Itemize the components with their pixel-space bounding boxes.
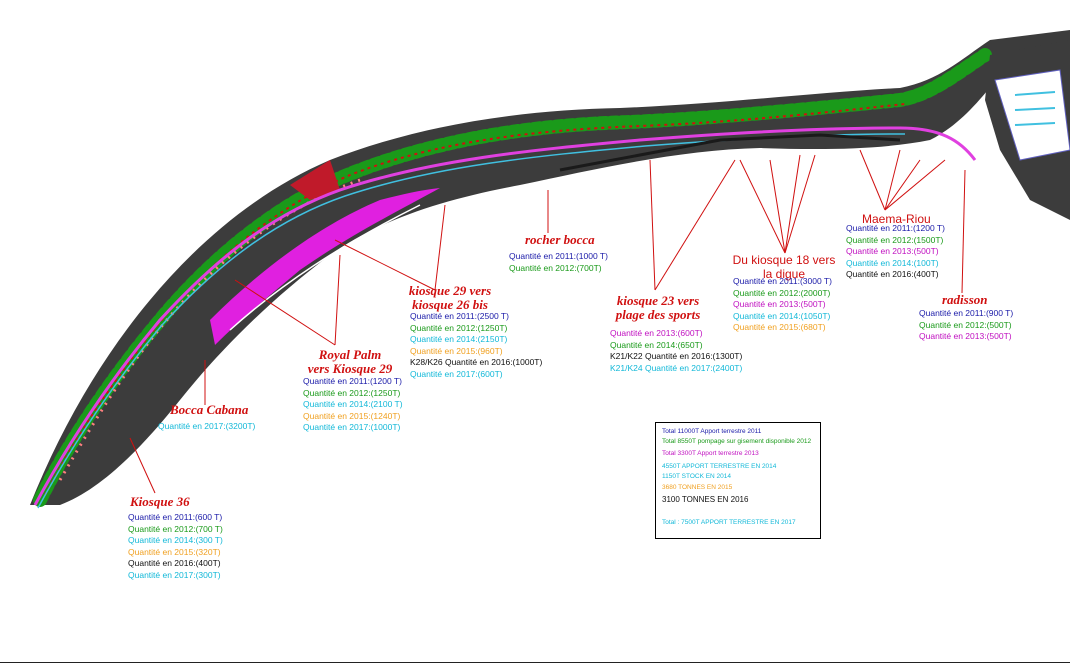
quantity-line: Quantité en 2017:(300T) bbox=[128, 569, 221, 580]
zone-title: kiosque 29 vers kiosque 26 bis bbox=[408, 283, 492, 312]
quantity-list: Quantité en 2011:(2500 T) Quantité en 20… bbox=[410, 311, 542, 381]
quantity-line: Quantité en 2016:(400T) bbox=[846, 269, 939, 280]
quantity-line: Quantité en 2014:(2150T) bbox=[410, 334, 508, 345]
quantity-line: Quantité en 2012:(1250T) bbox=[303, 387, 401, 398]
quantity-list: Quantité en 2013:(600T) Quantité en 2014… bbox=[610, 328, 742, 374]
quantity-line: Quantité en 2011:(600 T) bbox=[128, 512, 223, 522]
legend-line: Total 8550T pompage sur gisement disponi… bbox=[662, 437, 812, 445]
pink-development-zone bbox=[210, 188, 440, 345]
legend-line: 3100 TONNES EN 2016 bbox=[662, 495, 749, 504]
quantity-list: Quantité en 2017:(3200T) bbox=[158, 421, 255, 433]
page-border-line bbox=[0, 662, 1070, 663]
quantity-line: Quantité en 2012:(700T) bbox=[509, 262, 602, 273]
zone-title: Du kiosque 18 vers la digue bbox=[732, 253, 836, 281]
quantity-list: Quantité en 2011:(600 T) Quantité en 201… bbox=[128, 512, 223, 582]
quantity-line: Quantité en 2017:(600T) bbox=[410, 368, 503, 379]
quantity-line: K28/K26 Quantité en 2016:(1000T) bbox=[410, 357, 543, 368]
zone-title: radisson bbox=[942, 292, 988, 307]
totals-legend: Total 11000T Apport terrestre 2011 Total… bbox=[655, 422, 821, 539]
quantity-line: Quantité en 2012:(1250T) bbox=[410, 322, 508, 333]
quantity-line: Quantité en 2014:(650T) bbox=[610, 339, 703, 350]
quantity-line: Quantité en 2014:(100T) bbox=[846, 257, 939, 268]
quantity-line: Quantité en 2011:(1200 T) bbox=[846, 223, 945, 233]
quantity-line: Quantité en 2013:(500T) bbox=[846, 246, 939, 257]
quantity-line: Quantité en 2014:(1050T) bbox=[733, 310, 831, 321]
quantity-line: Quantité en 2017:(1000T) bbox=[303, 422, 401, 433]
quantity-line: Quantité en 2012:(1500T) bbox=[846, 234, 944, 245]
road-and-shoreline bbox=[33, 126, 977, 509]
quantity-list: Quantité en 2011:(1200 T) Quantité en 20… bbox=[846, 223, 945, 281]
zone-title: Bocca Cabana bbox=[170, 402, 249, 417]
quantity-line: Quantité en 2013:(600T) bbox=[610, 328, 703, 338]
zone-title: Kiosque 36 bbox=[130, 494, 190, 509]
quantity-line: Quantité en 2014:(2100 T) bbox=[303, 399, 403, 410]
quantity-line: Quantité en 2011:(900 T) bbox=[919, 308, 1014, 318]
quantity-line: Quantité en 2011:(2500 T) bbox=[410, 311, 509, 321]
quantity-line: Quantité en 2015:(960T) bbox=[410, 345, 503, 356]
quantity-line: Quantité en 2017:(3200T) bbox=[158, 421, 256, 431]
quantity-line: Quantité en 2013:(500T) bbox=[733, 299, 826, 310]
legend-line: 1150T STOCK EN 2014 bbox=[662, 473, 732, 480]
quantity-line: Quantité en 2011:(1000 T) bbox=[509, 251, 608, 261]
quantity-line: Quantité en 2015:(320T) bbox=[128, 546, 221, 557]
legend-line: 3680 TONNES EN 2015 bbox=[662, 483, 733, 491]
quantity-line: Quantité en 2011:(1200 T) bbox=[303, 376, 402, 386]
quantity-line: Quantité en 2012:(500T) bbox=[919, 319, 1012, 330]
legend-line: 4550T APPORT TERRESTRE EN 2014 bbox=[662, 462, 777, 470]
legend-line: Total 3300T Apport terrestre 2013 bbox=[662, 450, 759, 457]
zone-title: Maema-Riou bbox=[862, 212, 931, 226]
quantity-line: Quantité en 2014:(300 T) bbox=[128, 535, 223, 546]
legend-line: Total 11000T Apport terrestre 2011 bbox=[662, 428, 762, 435]
zone-title: rocher bocca bbox=[525, 232, 595, 247]
quantity-line: K21/K24 Quantité en 2017:(2400T) bbox=[610, 362, 743, 373]
quantity-line: Quantité en 2016:(400T) bbox=[128, 558, 221, 569]
quantity-list: Quantité en 2011:(1000 T) Quantité en 20… bbox=[509, 251, 608, 274]
quantity-list: Quantité en 2011:(3000 T) Quantité en 20… bbox=[733, 276, 832, 334]
quantity-list: Quantité en 2011:(900 T) Quantité en 201… bbox=[919, 308, 1013, 343]
quantity-line: Quantité en 2015:(1240T) bbox=[303, 410, 401, 421]
quantity-line: Quantité en 2015:(680T) bbox=[733, 322, 826, 333]
quantity-line: K21/K22 Quantité en 2016:(1300T) bbox=[610, 351, 743, 362]
zone-title: Royal Palm vers Kiosque 29 bbox=[307, 347, 393, 376]
leader-lines bbox=[129, 149, 966, 494]
legend-line: Total : 7500T APPORT TERRESTRE EN 2017 bbox=[662, 518, 796, 526]
quantity-line: Quantité en 2012:(2000T) bbox=[733, 287, 831, 298]
quantity-line: Quantité en 2012:(700 T) bbox=[128, 523, 223, 534]
zone-title: kiosque 23 vers plage des sports bbox=[615, 293, 701, 322]
quantity-list: Quantité en 2011:(1200 T) Quantité en 20… bbox=[303, 376, 403, 434]
quantity-line: Quantité en 2011:(3000 T) bbox=[733, 276, 832, 286]
quantity-line: Quantité en 2013:(500T) bbox=[919, 331, 1012, 342]
